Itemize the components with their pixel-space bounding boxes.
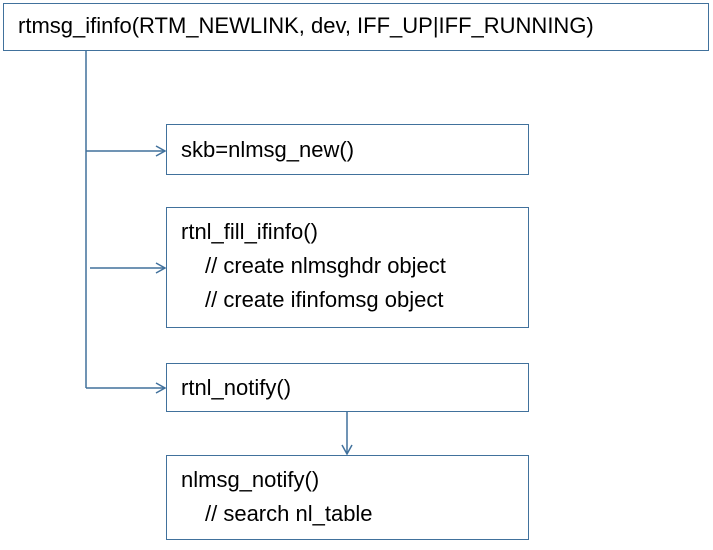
root-call-box: rtmsg_ifinfo(RTM_NEWLINK, dev, IFF_UP|IF… <box>3 3 709 51</box>
fill-ifinfo-comment: // create ifinfomsg object <box>205 287 444 312</box>
skb-new-box: skb=nlmsg_new() <box>166 124 529 175</box>
nlmsg-notify-box: nlmsg_notify() // search nl_table <box>166 455 529 540</box>
root-call-label: rtmsg_ifinfo(RTM_NEWLINK, dev, IFF_UP|IF… <box>18 13 594 38</box>
fill-ifinfo-label: rtnl_fill_ifinfo() <box>181 219 318 244</box>
nlmsg-notify-comment: // search nl_table <box>205 501 373 526</box>
rtnl-notify-box: rtnl_notify() <box>166 363 529 412</box>
fill-ifinfo-box: rtnl_fill_ifinfo() // create nlmsghdr ob… <box>166 207 529 328</box>
skb-new-label: skb=nlmsg_new() <box>181 137 355 162</box>
rtnl-notify-label: rtnl_notify() <box>181 375 292 400</box>
fill-ifinfo-comment: // create nlmsghdr object <box>205 253 446 278</box>
nlmsg-notify-label: nlmsg_notify() <box>181 467 320 492</box>
